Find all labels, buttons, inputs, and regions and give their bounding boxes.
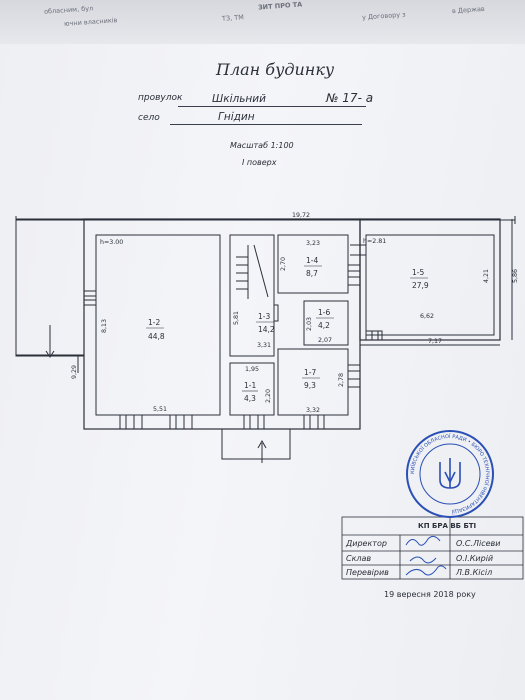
room-1-3-label: 1-3 14,2: [256, 312, 275, 334]
dim-room-1-7-depth: 2,78: [338, 373, 345, 387]
entrance-porch: [221, 428, 291, 460]
svg-text:1-5: 1-5: [412, 268, 424, 277]
signature-scribbles: [405, 535, 447, 576]
room-1-7-label: 1-7 9,3: [302, 368, 320, 390]
svg-text:1-6: 1-6: [318, 308, 330, 317]
role-compiled: Склав: [346, 554, 371, 563]
org-cell: КП БРА ВБ БТІ: [418, 522, 476, 530]
dim-room-1-2-depth: 8,13: [101, 319, 108, 333]
svg-text:14,2: 14,2: [258, 325, 275, 334]
dim-room-1-4-width: 3,23: [306, 240, 320, 247]
name-director: О.С.Лісеви: [456, 539, 500, 548]
official-stamp: КИЇВСЬКОЇ ОБЛАСНОЇ РАДИ • БЮРО ТЕХНІЧНОЇ…: [406, 430, 494, 518]
dim-room-1-2-h: h=3.00: [100, 239, 123, 246]
dim-room-1-6-depth: 2,03: [306, 317, 313, 331]
floor-text: I поверх: [242, 158, 277, 167]
svg-text:4,2: 4,2: [318, 321, 330, 330]
street-underline: [178, 106, 366, 107]
village-label: село: [138, 113, 160, 123]
room-1-4-label: 1-4 8,7: [304, 256, 322, 278]
role-director: Директор: [345, 539, 387, 548]
svg-text:1-2: 1-2: [148, 318, 160, 327]
dim-room-1-3-width: 3,31: [257, 342, 271, 349]
svg-text:27,9: 27,9: [412, 281, 429, 290]
edge-text-4: ЗИТ ПРО ТА: [257, 0, 303, 12]
dim-room-1-1-width: 1,95: [245, 366, 259, 373]
dim-room-1-2-width: 5,51: [153, 406, 167, 413]
room-1-5-outline: [365, 234, 495, 336]
dim-room-1-5-width: 6,62: [420, 313, 434, 320]
street-label: провулок: [138, 93, 183, 103]
window-marks: [83, 264, 383, 430]
edge-text-3: ТЗ, ТМ: [221, 13, 245, 23]
dim-room-1-5-h: h=2.81: [363, 238, 386, 245]
page-title: План будинку: [216, 60, 335, 79]
room-1-2-label: 1-2 44,8: [146, 318, 165, 341]
svg-text:4,3: 4,3: [244, 394, 256, 403]
village-value: Гнідин: [218, 111, 255, 123]
dim-total-width: 19,72: [292, 212, 310, 219]
date-text: 19 вересня 2018 року: [384, 590, 476, 599]
room-1-6-outline: [303, 300, 349, 346]
scale-text: Масштаб 1:100: [230, 141, 294, 150]
role-checked: Перевірив: [346, 568, 389, 577]
room-1-4-outline: [277, 234, 349, 294]
edge-text-5: у Договору з: [361, 10, 406, 22]
svg-text:44,8: 44,8: [148, 332, 165, 341]
svg-text:8,7: 8,7: [306, 269, 318, 278]
edge-text-6: в Держав: [451, 4, 486, 16]
dim-room-1-7-width: 3,32: [306, 407, 320, 414]
room-1-6-label: 1-6 4,2: [316, 308, 334, 330]
dim-room-1-5-depth-a: 4,21: [483, 269, 490, 283]
street-value: Шкільний: [212, 93, 266, 105]
dim-room-1-1-depth: 2,20: [265, 389, 272, 403]
staircase: [236, 244, 269, 299]
dim-building-depth: 9,29: [71, 365, 78, 379]
edge-text-1: обласним, бул: [43, 4, 94, 16]
name-checked: Л.В.Кісіл: [455, 568, 492, 577]
trident-icon: [439, 458, 461, 489]
room-1-5-label: 1-5 27,9: [410, 268, 429, 290]
svg-text:1-3: 1-3: [258, 312, 270, 321]
edge-text-2: ючни власників: [63, 16, 118, 28]
dim-room-1-5-depth-b: 5,86: [512, 269, 519, 283]
dim-room-1-4-depth: 2,70: [280, 257, 287, 271]
floor-plan-drawing: 19,72 3,23 2,70 h=2.81 4,21 5,86 6,62 7,…: [15, 212, 519, 463]
svg-text:1-7: 1-7: [304, 368, 316, 377]
dim-annex-width: 7,17: [428, 338, 442, 345]
name-compiled: О.І.Кирій: [456, 554, 493, 563]
room-1-1-label: 1-1 4,3: [242, 381, 258, 403]
underlying-page-edge: обласним, бул ючни власників ТЗ, ТМ ЗИТ …: [0, 0, 525, 44]
svg-text:1-4: 1-4: [306, 256, 318, 265]
svg-text:1-1: 1-1: [244, 381, 256, 390]
signature-table: КП БРА ВБ БТІ Директор О.С.Лісеви Склав …: [341, 516, 524, 599]
house-number: № 17- а: [326, 91, 374, 105]
dim-room-1-3-depth: 5,81: [233, 311, 240, 325]
village-underline: [170, 124, 362, 125]
room-1-2-outline: [95, 234, 221, 416]
svg-text:9,3: 9,3: [304, 381, 316, 390]
dim-room-1-6-width: 2,07: [318, 337, 332, 344]
